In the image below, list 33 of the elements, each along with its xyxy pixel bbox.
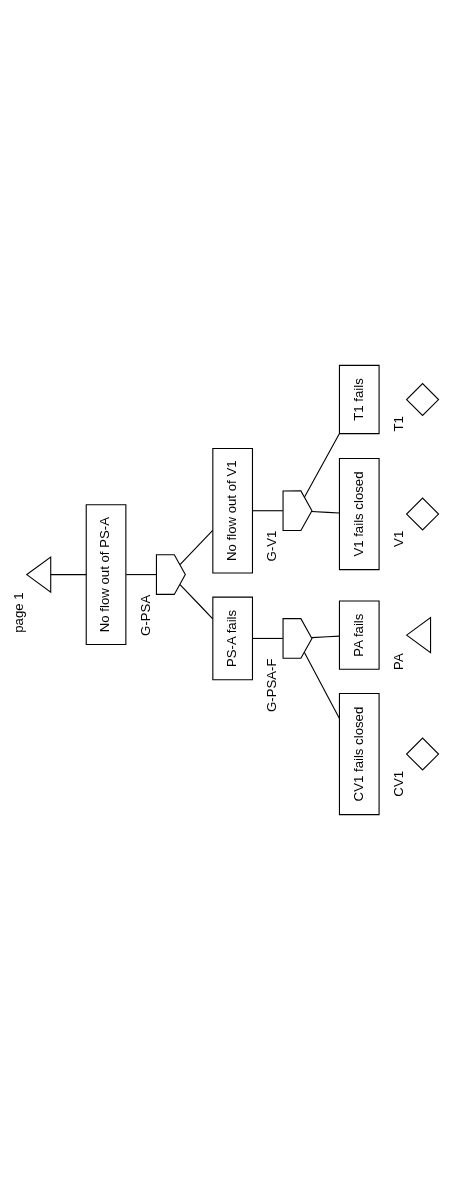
node-box: PA fails <box>338 600 380 670</box>
connector <box>179 529 214 566</box>
node-diamond <box>405 382 440 417</box>
node-label: T1 <box>390 416 406 432</box>
node-gate <box>282 618 313 659</box>
node-box: PS-A fails <box>212 596 253 681</box>
node-label: PA <box>390 653 406 670</box>
node-label: CV1 <box>390 770 406 797</box>
connector <box>125 574 157 576</box>
node-label: G-PSA <box>137 594 153 636</box>
node-box: CV1 fails closed <box>338 692 380 816</box>
node-label: page 1 <box>11 592 27 633</box>
node-label: V1 <box>390 530 406 547</box>
connector <box>50 574 87 576</box>
node-triangle <box>25 555 52 594</box>
connector <box>179 584 214 620</box>
node-diamond <box>405 497 440 531</box>
node-triangle <box>405 616 432 654</box>
connector <box>304 433 340 498</box>
connector <box>252 510 284 512</box>
node-diamond <box>405 737 440 771</box>
node-box: No flow out of V1 <box>212 447 253 574</box>
connector <box>303 651 340 720</box>
node-label: G-V1 <box>264 530 280 562</box>
node-gate <box>155 554 186 595</box>
node-box: V1 fails closed <box>338 457 380 571</box>
node-label: G-PSA-F <box>264 658 280 713</box>
node-box: No flow out of PS-A <box>85 504 127 646</box>
connector <box>311 635 340 639</box>
connector <box>311 510 340 514</box>
connector <box>252 637 284 639</box>
node-box: T1 fails <box>338 364 380 435</box>
node-gate <box>282 490 313 532</box>
